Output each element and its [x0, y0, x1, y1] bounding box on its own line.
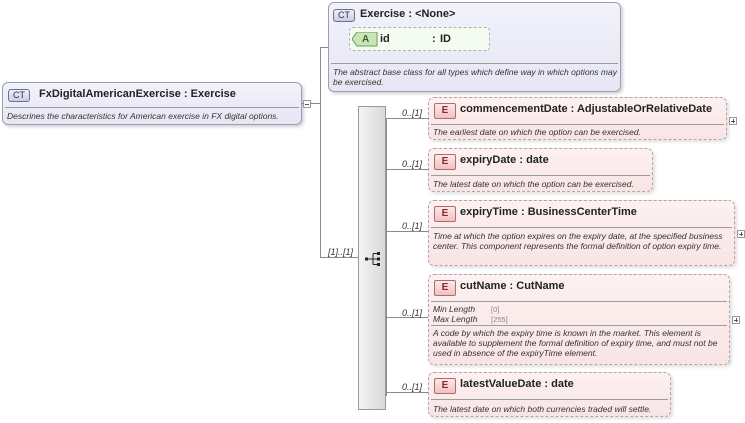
element-name: expiryDate [460, 154, 517, 166]
base-type-separator [331, 63, 618, 64]
element-type: BusinessCenterTime [527, 206, 637, 218]
element-doc: A code by which the expiry time is known… [433, 328, 718, 358]
element-icon: E [434, 206, 456, 222]
facet-label: Min Length [433, 304, 476, 314]
element-icon: E [434, 378, 456, 394]
connector-seq-to-elements [386, 118, 387, 396]
sequence-icon [365, 252, 380, 266]
element-latestValueDate[interactable]: E latestValueDate : date The latest date… [428, 372, 671, 417]
element-name: latestValueDate [460, 378, 542, 390]
element-icon: E [434, 154, 456, 170]
facet-value: [255] [491, 315, 508, 324]
sequence-compositor[interactable] [358, 106, 386, 410]
base-type-name: Exercise [360, 8, 406, 20]
connector-el-3 [386, 231, 428, 232]
base-type-doc: The abstract base class for all types wh… [333, 67, 617, 87]
connector-main-to-tree [302, 103, 320, 104]
attribute-type: ID [440, 33, 451, 45]
element-icon: E [434, 280, 456, 296]
element-title: commencementDate : AdjustableOrRelativeD… [460, 103, 713, 115]
element-doc: The latest date on which the option can … [433, 179, 634, 189]
element-title: cutName : CutName [460, 280, 565, 292]
element-separator [431, 301, 727, 302]
element-cutName[interactable]: E cutName : CutName Min Length [0] Max L… [428, 274, 730, 365]
sequence-occurrence: [1]..[1] [328, 247, 354, 257]
element-expiryTime[interactable]: E expiryTime : BusinessCenterTime Time a… [428, 200, 735, 266]
element-occurrence: 0..[1] [402, 308, 423, 318]
expand-toggle[interactable] [737, 230, 745, 238]
connector-to-sequence [320, 257, 358, 258]
complex-type-icon: CT [333, 9, 355, 22]
connector-el-1 [386, 118, 428, 119]
element-type: AdjustableOrRelativeDate [576, 103, 713, 115]
facet-value: [0] [491, 305, 500, 314]
facet-label: Max Length [433, 314, 478, 324]
main-type-doc: Descrines the characteristics for Americ… [7, 111, 279, 121]
connector-el-5 [386, 392, 428, 393]
base-type-base: <None> [415, 8, 456, 20]
expand-toggle[interactable] [729, 117, 737, 125]
main-type-name: FxDigitalAmericanExercise [39, 88, 181, 100]
element-icon: E [434, 103, 456, 119]
element-type: date [551, 378, 574, 390]
element-occurrence: 0..[1] [402, 221, 423, 231]
base-type-title: Exercise : <None> [360, 8, 456, 20]
element-type: CutName [516, 280, 565, 292]
connector-el-2 [386, 169, 428, 170]
element-title: latestValueDate : date [460, 378, 574, 390]
element-doc: The latest date on which both currencies… [433, 404, 652, 414]
attribute-id-box[interactable]: A id : ID [349, 27, 490, 51]
element-doc: The earliest date on which the option ca… [433, 127, 641, 137]
expand-toggle[interactable] [732, 316, 740, 324]
element-title: expiryDate : date [460, 154, 549, 166]
element-separator [431, 227, 732, 228]
complex-type-icon: CT [8, 89, 30, 102]
element-title: expiryTime : BusinessCenterTime [460, 206, 637, 218]
attribute-badge: A [362, 34, 370, 45]
collapse-toggle[interactable] [303, 100, 311, 108]
attribute-name: id [380, 33, 390, 45]
element-name: commencementDate [460, 103, 568, 115]
main-type-separator [5, 107, 299, 108]
main-type-base: Exercise [190, 88, 236, 100]
element-name: cutName [460, 280, 507, 292]
element-occurrence: 0..[1] [402, 159, 423, 169]
element-doc: Time at which the option expires on the … [433, 231, 723, 251]
element-occurrence: 0..[1] [402, 382, 423, 392]
main-type-title: FxDigitalAmericanExercise : Exercise [39, 88, 236, 100]
connector-el-4 [386, 317, 428, 318]
main-complex-type-box[interactable]: CT FxDigitalAmericanExercise : Exercise … [2, 82, 302, 125]
element-commencementDate[interactable]: E commencementDate : AdjustableOrRelativ… [428, 97, 727, 140]
element-separator [431, 175, 650, 176]
connector-vertical-trunk [320, 47, 321, 257]
connector-to-base [320, 47, 328, 48]
element-separator [431, 325, 727, 326]
element-occurrence: 0..[1] [402, 108, 423, 118]
base-type-box[interactable]: CT Exercise : <None> A id : ID The abstr… [328, 2, 621, 92]
element-name: expiryTime [460, 206, 518, 218]
element-type: date [526, 154, 549, 166]
element-expiryDate[interactable]: E expiryDate : date The latest date on w… [428, 148, 653, 192]
element-separator [431, 124, 724, 125]
element-separator [431, 399, 668, 400]
attribute-icon [352, 32, 378, 47]
